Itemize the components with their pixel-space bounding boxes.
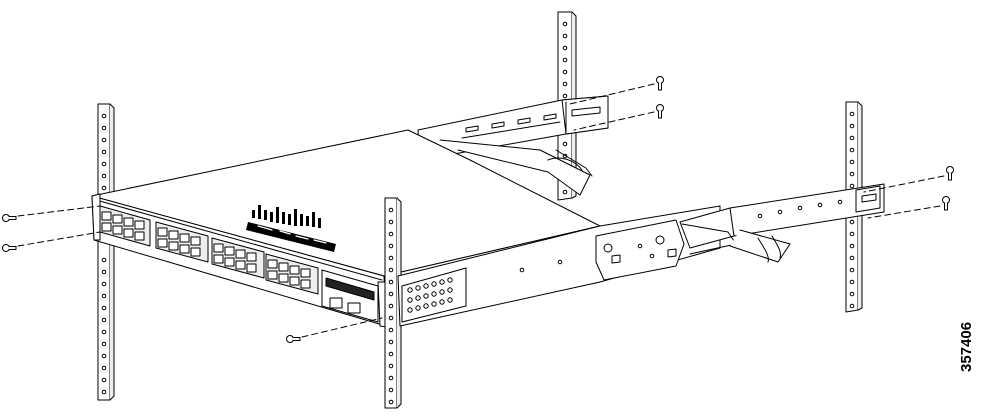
extension-rail-right — [679, 183, 885, 263]
rack-post-front-left — [97, 103, 115, 401]
extension-rail-rear-left — [417, 95, 609, 196]
rj45-port-block-4 — [265, 253, 319, 295]
figure-number: 357406 — [958, 321, 975, 372]
rj45-port-block-1 — [99, 205, 151, 247]
leader-lines — [17, 83, 945, 338]
rj45-port-block-3 — [211, 237, 265, 279]
screw-icon — [2, 76, 954, 343]
mounting-bracket-right — [595, 219, 685, 281]
rack-post-front-right — [384, 197, 402, 409]
uplink-module — [321, 269, 379, 323]
switch-chassis — [91, 129, 601, 329]
switch-side-panel — [397, 205, 721, 327]
rj45-port-block-2 — [155, 221, 209, 263]
